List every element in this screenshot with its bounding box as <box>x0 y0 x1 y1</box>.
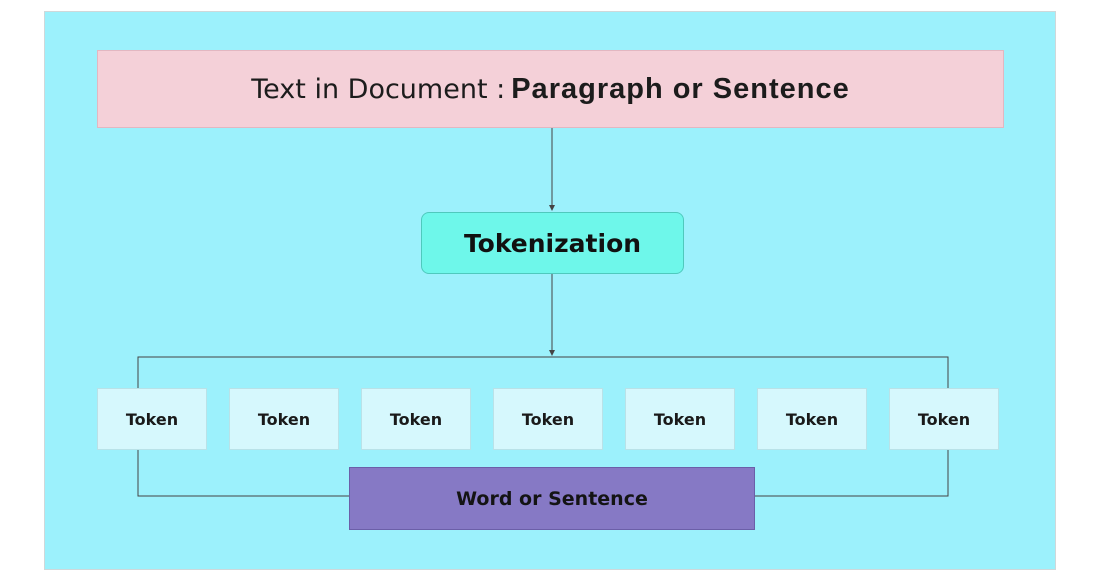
token-bracket-bottom-left <box>137 450 349 497</box>
output-box: Word or Sentence <box>349 467 755 530</box>
token-bracket-bottom-right <box>755 450 949 497</box>
output-label: Word or Sentence <box>456 487 648 510</box>
source-text-box: Text in Document : Paragraph or Sentence <box>97 50 1004 128</box>
token-label: Token <box>917 409 971 429</box>
token-label: Token <box>785 409 839 429</box>
token-box: Token <box>757 388 867 450</box>
source-text-prefix: Text in Document : <box>251 73 506 105</box>
tokenization-label: Tokenization <box>463 228 642 258</box>
token-label: Token <box>389 409 443 429</box>
source-text-emphasis: Paragraph or Sentence <box>511 72 850 105</box>
token-box: Token <box>361 388 471 450</box>
tokenization-box: Tokenization <box>421 212 684 274</box>
token-label: Token <box>521 409 575 429</box>
token-bracket-top <box>137 356 949 388</box>
token-label: Token <box>125 409 179 429</box>
token-label: Token <box>653 409 707 429</box>
token-box: Token <box>493 388 603 450</box>
token-box: Token <box>229 388 339 450</box>
token-label: Token <box>257 409 311 429</box>
token-box: Token <box>625 388 735 450</box>
token-box: Token <box>889 388 999 450</box>
token-box: Token <box>97 388 207 450</box>
